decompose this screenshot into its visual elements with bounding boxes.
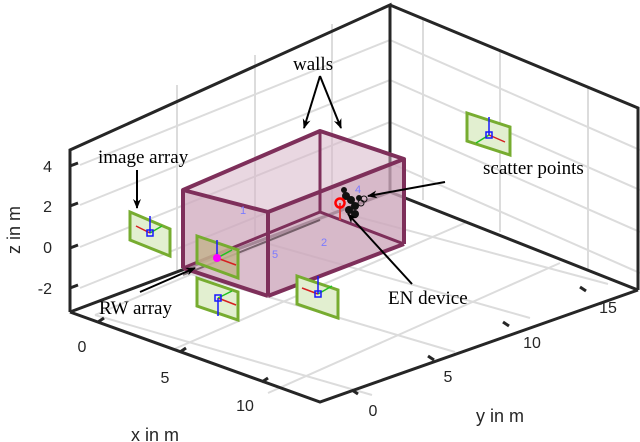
- wall-label-4: 4: [355, 184, 361, 196]
- y-tick-5: 5: [444, 369, 453, 386]
- wall-label-1: 1: [240, 205, 246, 217]
- y-axis-ticks: [351, 285, 587, 396]
- scatter-points: [341, 187, 368, 218]
- walls-annotation: walls: [293, 54, 333, 75]
- image-array-floor: [195, 275, 240, 323]
- image-array-front: [295, 273, 340, 321]
- y-axis-label: y in m: [476, 406, 524, 426]
- y-tick-10: 10: [523, 335, 541, 352]
- en-device: [334, 197, 346, 220]
- z-tick-minus2: -2: [38, 281, 52, 298]
- en-device-annotation: EN device: [388, 288, 468, 309]
- scatter-points-annotation: scatter points: [483, 158, 584, 179]
- y-tick-0: 0: [369, 403, 378, 420]
- x-tick-0: 0: [78, 339, 87, 356]
- image-array-left: [128, 209, 172, 259]
- wall-label-5: 5: [272, 249, 278, 261]
- z-tick-4: 4: [43, 159, 52, 176]
- y-tick-15: 15: [599, 300, 617, 317]
- z-tick-0: 0: [43, 240, 52, 257]
- rw-array-annotation: RW array: [99, 298, 172, 319]
- x-axis-ticks: [97, 316, 269, 384]
- x-tick-10: 10: [236, 398, 254, 415]
- z-axis-label: z in m: [4, 206, 24, 254]
- x-axis-label: x in m: [131, 425, 179, 442]
- annotation-arrows: [133, 75, 446, 293]
- image-array-annotation: image array: [98, 147, 189, 168]
- image-array-back: [465, 110, 512, 158]
- z-tick-2: 2: [43, 199, 52, 216]
- z-axis-ticks: [69, 161, 79, 290]
- wall-label-2: 2: [321, 237, 327, 249]
- rw-array: [195, 233, 240, 281]
- x-tick-5: 5: [161, 370, 170, 387]
